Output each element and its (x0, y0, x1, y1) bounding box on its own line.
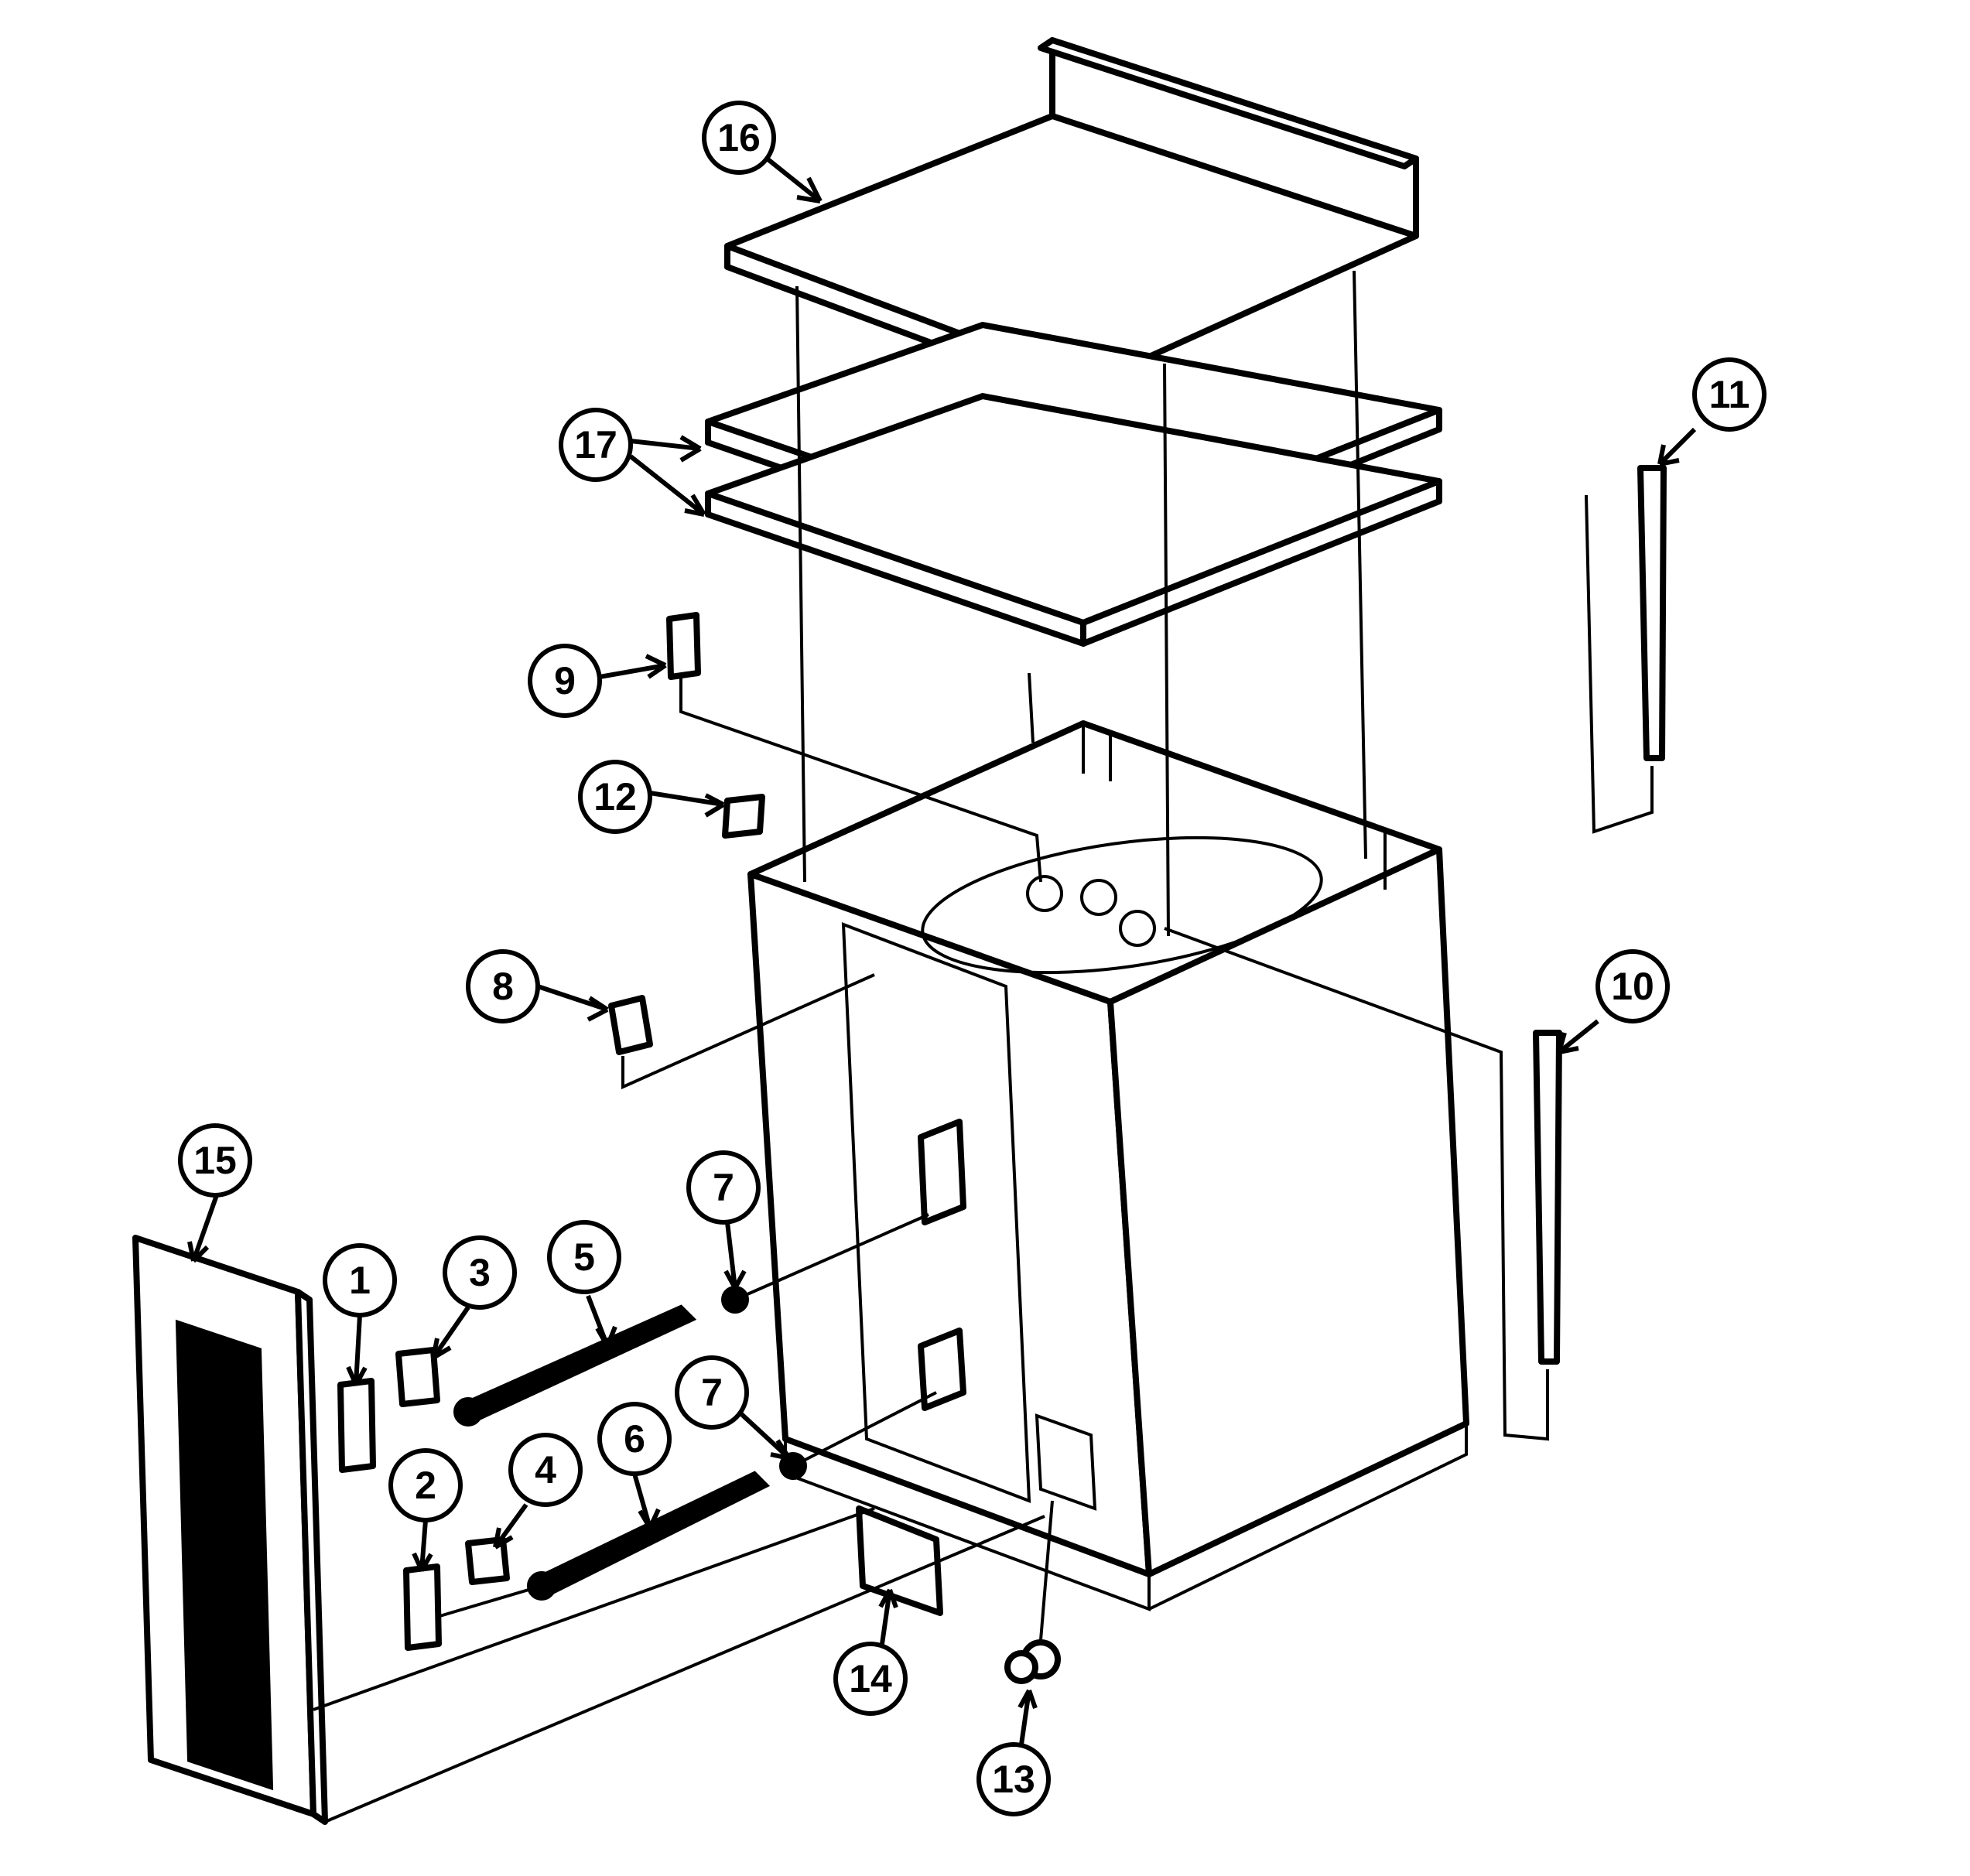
callout-number: 12 (593, 775, 637, 818)
top-panel (724, 37, 1419, 405)
callout-number: 9 (554, 659, 576, 702)
callout-number: 7 (701, 1371, 723, 1414)
callout-15: 15 (178, 1123, 252, 1198)
hinge-bracket-lower (465, 1536, 510, 1585)
callout-number: 6 (624, 1417, 645, 1461)
callout-6: 6 (597, 1402, 672, 1476)
callout-number: 4 (535, 1448, 556, 1492)
callout-16: 16 (702, 101, 776, 175)
gasket-square (722, 794, 765, 839)
callout-3: 3 (443, 1235, 517, 1310)
callout-number: 17 (574, 423, 617, 466)
insulation-pad-lower (705, 393, 1442, 647)
callout-number: 2 (415, 1464, 436, 1507)
callout-8: 8 (466, 949, 540, 1023)
hinge-plate-lower (403, 1563, 442, 1651)
callout-11: 11 (1692, 357, 1767, 432)
callout-14: 14 (833, 1642, 908, 1716)
short-rod (1533, 1030, 1562, 1365)
callout-12: 12 (578, 760, 652, 834)
callout-17: 17 (559, 408, 633, 482)
hinge-rod-upper (453, 1304, 697, 1427)
leveling-foot (1004, 1639, 1061, 1684)
callout-5: 5 (547, 1220, 621, 1294)
callout-number: 7 (713, 1166, 734, 1209)
callout-number: 5 (573, 1235, 595, 1279)
access-cover (856, 1505, 943, 1616)
callout-number: 15 (193, 1139, 237, 1182)
front-door-panel (132, 1235, 328, 1825)
callout-2: 2 (388, 1448, 463, 1522)
callout-number: 16 (717, 116, 761, 159)
cabinet (747, 720, 1469, 1611)
callout-number: 8 (492, 965, 514, 1008)
callout-4: 4 (508, 1433, 583, 1507)
hinge-bracket-upper (395, 1347, 440, 1407)
callout-9: 9 (528, 644, 602, 718)
callout-number: 14 (849, 1657, 892, 1700)
long-rod (1637, 465, 1667, 761)
plug-cylinder (666, 612, 701, 680)
callout-number: 10 (1611, 965, 1654, 1008)
callout-7-lower: 7 (675, 1355, 749, 1430)
guide-lines (313, 270, 1654, 1823)
callout-1: 1 (323, 1243, 397, 1317)
callout-arrows (187, 152, 1697, 1745)
callout-number: 1 (349, 1259, 371, 1302)
valve-fitting (608, 995, 653, 1055)
hinge-plate-upper (337, 1378, 376, 1473)
callout-number: 3 (469, 1251, 491, 1294)
callout-number: 11 (1709, 373, 1750, 416)
callout-13: 13 (976, 1742, 1051, 1816)
callout-7-upper: 7 (686, 1150, 761, 1225)
callout-10: 10 (1595, 949, 1670, 1023)
callout-number: 13 (992, 1758, 1035, 1801)
